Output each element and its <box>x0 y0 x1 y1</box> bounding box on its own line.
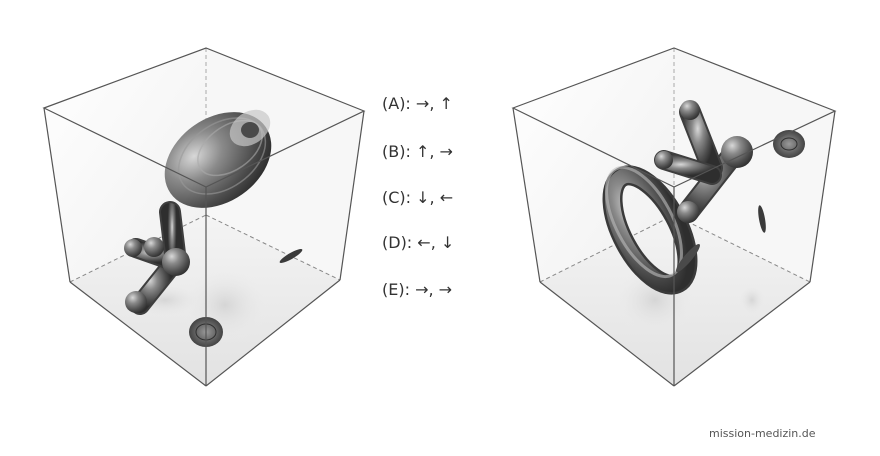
right-cube-hidden-edge <box>539 214 675 283</box>
answer-option-c[interactable]: (C): ↓, ← <box>382 188 454 207</box>
left-cube <box>42 47 366 387</box>
answer-option-e[interactable]: (E): →, → <box>382 280 453 299</box>
left-cube-hidden-edge <box>205 214 341 281</box>
left-cube-hidden-edge <box>69 214 207 283</box>
answer-option-a[interactable]: (A): →, ↑ <box>382 94 453 113</box>
right-cube-hidden-edge <box>673 214 811 283</box>
left-cube-edge <box>69 281 207 387</box>
right-cube-edge <box>539 281 675 387</box>
answer-option-b[interactable]: (B): ↑, → <box>382 142 453 161</box>
left-cube-edge <box>205 279 341 387</box>
right-floor-reflection <box>738 284 766 316</box>
right-cube-objects <box>602 100 805 295</box>
watermark: mission-medizin.de <box>709 427 816 440</box>
left-cube-edge <box>339 110 365 281</box>
answer-option-d[interactable]: (D): ←, ↓ <box>382 233 455 252</box>
right-cube-right-wall <box>674 48 835 282</box>
right-cube-back-wall <box>513 48 674 282</box>
left-cube-edge <box>43 107 71 283</box>
right-cube <box>511 47 837 387</box>
left-cube-right-wall <box>206 48 364 280</box>
right-cube-edge <box>809 110 836 283</box>
right-cube-edge <box>673 281 811 387</box>
right-cube-edge <box>512 107 541 283</box>
left-cube-objects <box>124 109 303 347</box>
